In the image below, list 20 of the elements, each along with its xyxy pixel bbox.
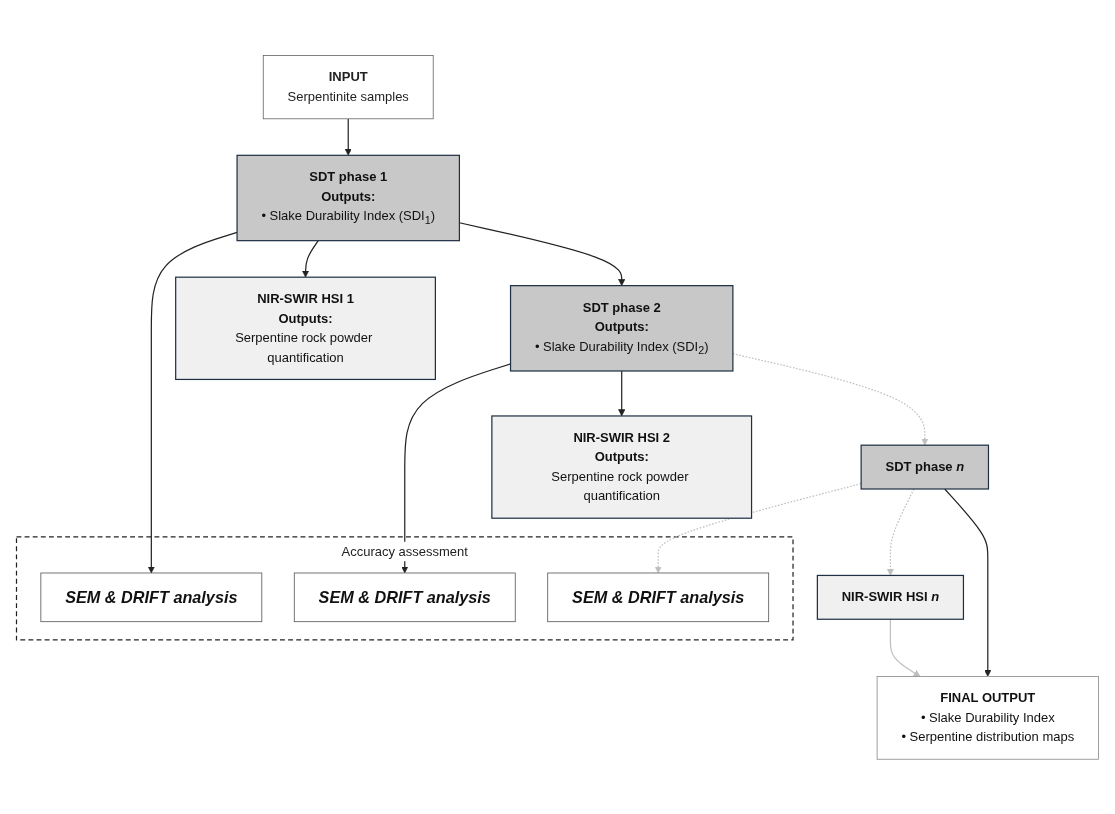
node-box bbox=[262, 54, 434, 119]
flowchart-diagram: INPUT Serpentinite samples SEM & DRIFT analysis SEM & DRIFT analysis SEM & DRIFT analysis SDT phase 1 Outputs: • Slake Durability Index (SDI$_{1}$) NIR-SWIR HSI 1 Outputs: Serpentine rock powder quantification SDT phase 2 Outputs: • Slake Durability Index (SDI$_{2}$) NIR-SWIR HSI 2 Outputs: Serpentine rock powder quantification SDT phase n NIR-SWIR HSI n FINAL OUTPUT • Slake Durability Index • Serpentine distribution maps Accuracy assessment bbox=[10, 48, 1105, 766]
node-box bbox=[547, 572, 770, 622]
arrow bbox=[889, 618, 921, 677]
arrow bbox=[301, 239, 319, 278]
node-box bbox=[509, 284, 734, 372]
arrow bbox=[618, 370, 626, 416]
node-box bbox=[175, 276, 436, 380]
cluster bbox=[15, 535, 794, 641]
node-box bbox=[491, 414, 753, 519]
node-box bbox=[293, 572, 516, 622]
node-box bbox=[236, 154, 461, 241]
arrow bbox=[344, 117, 352, 156]
arrow bbox=[886, 488, 915, 576]
node-box bbox=[860, 444, 990, 490]
arrow bbox=[944, 488, 992, 677]
node-box bbox=[816, 574, 965, 620]
node-box bbox=[40, 572, 263, 622]
arrow bbox=[147, 231, 238, 573]
node-box bbox=[876, 675, 1099, 760]
